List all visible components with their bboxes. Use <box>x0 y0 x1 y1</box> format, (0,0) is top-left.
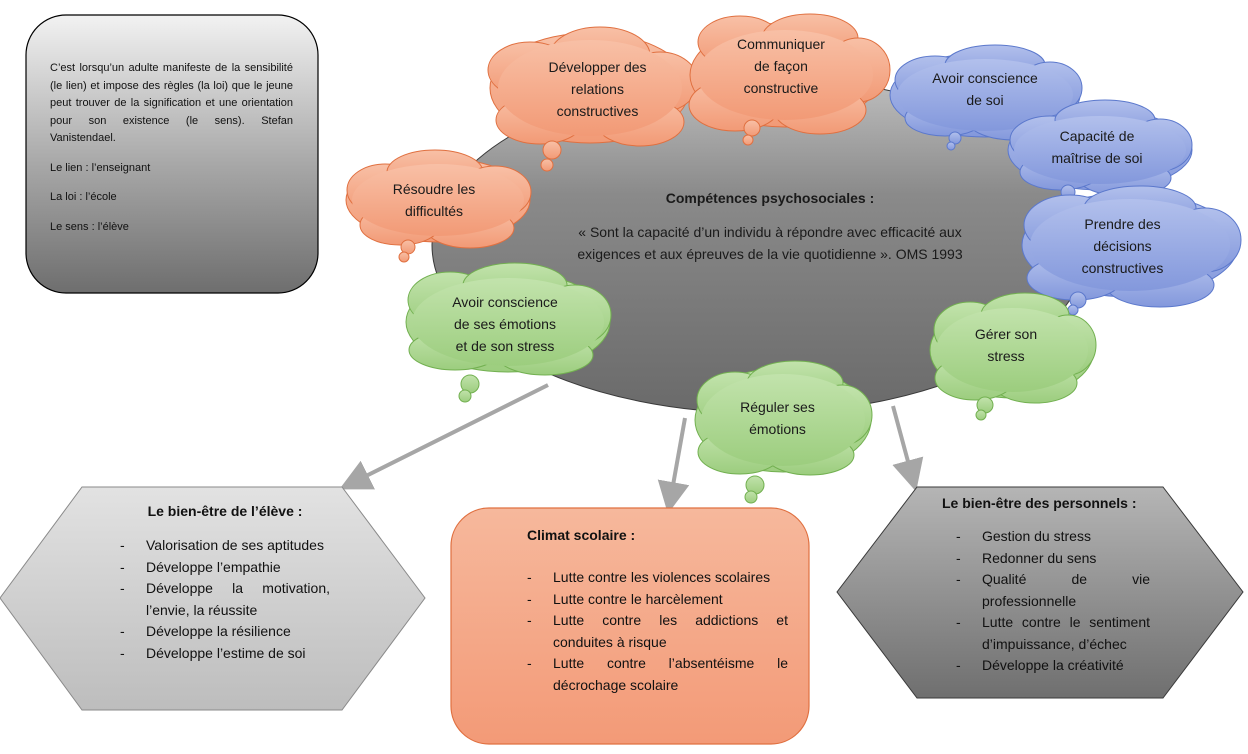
cloud-communiquer-line-1: Communiquer <box>737 36 825 52</box>
cloud-conscience-soi-text: Avoir conscience de soi <box>910 67 1060 111</box>
cloud-maitrise-line-2: maîtrise de soi <box>1051 150 1143 166</box>
cloud-decisions-line-2: décisions <box>1093 238 1152 254</box>
list-item: Lutte contre le sentiment d’impuissance,… <box>956 612 1150 655</box>
list-item: Développe l’empathie <box>120 557 330 579</box>
box-climat-title: Climat scolaire : <box>527 527 636 543</box>
box-climat-list: Lutte contre les violences scolaires Lut… <box>527 567 788 696</box>
cloud-conscience-soi <box>889 44 1083 151</box>
arrow-to-climat <box>657 417 690 514</box>
list-item: Lutte contre le harcèlement <box>527 589 788 611</box>
cloud-developper-line-2: relations <box>571 81 624 97</box>
arrow-to-eleve <box>339 383 549 490</box>
cloud-resoudre-line-2: difficultés <box>404 203 464 219</box>
center-title: Compétences psychosociales : <box>665 190 875 206</box>
cloud-reguler-text: Réguler ses émotions <box>715 396 840 440</box>
list-item: Développe la créativité <box>956 655 1150 677</box>
cloud-gerer-stress-line-2: stress <box>987 348 1025 364</box>
cloud-emotions-stress-line-1: Avoir conscience <box>452 294 558 310</box>
cloud-resoudre-text: Résoudre les difficultés <box>360 178 508 222</box>
list-item: Lutte contre les violences scolaires <box>527 567 788 589</box>
box-personnels-title: Le bien-être des personnels : <box>942 495 1137 511</box>
cloud-reguler <box>694 360 873 504</box>
list-item: Développe l’estime de soi <box>120 643 330 665</box>
box-personnels-list: Gestion du stress Redonner du sens Quali… <box>956 526 1150 677</box>
quote-paragraph: C’est lorsqu’un adulte manifeste de la s… <box>50 62 293 144</box>
cloud-decisions-line-3: constructives <box>1081 260 1164 276</box>
cloud-gerer-stress-line-1: Gérer son <box>974 326 1038 342</box>
box-eleve: Le bien-être de l’élève : Valorisation d… <box>120 500 330 664</box>
cloud-conscience-soi-line-2: de soi <box>966 92 1004 108</box>
cloud-conscience-soi-line-1: Avoir conscience <box>932 70 1038 86</box>
quote-box: C’est lorsqu’un adulte manifeste de la s… <box>50 60 293 248</box>
cloud-gerer-stress <box>929 292 1097 421</box>
cloud-decisions-line-1: Prendre des <box>1084 216 1161 232</box>
cloud-communiquer-text: Communiquer de façon constructive <box>700 33 862 99</box>
cloud-developper-text: Développer des relations constructives <box>515 56 680 122</box>
list-item: Gestion du stress <box>956 526 1150 548</box>
cloud-emotions-stress-line-3: et de son stress <box>455 338 555 354</box>
quote-line-lien: Le lien : l’enseignant <box>50 161 151 174</box>
cloud-reguler-line-1: Réguler ses <box>740 399 815 415</box>
box-personnels: Le bien-être des personnels : Gestion du… <box>940 492 1150 677</box>
cloud-maitrise-text: Capacité de maîtrise de soi <box>1022 125 1172 169</box>
quote-line-sens: Le sens : l’élève <box>50 220 129 233</box>
cloud-emotions-stress <box>405 262 612 403</box>
arrow-to-personnels <box>891 405 924 492</box>
list-item: Valorisation de ses aptitudes <box>120 535 330 557</box>
center-definition-line-2: exigences et aux épreuves de la vie quot… <box>577 246 963 262</box>
list-item: Développe la résilience <box>120 621 330 643</box>
cloud-reguler-line-2: émotions <box>749 421 806 437</box>
cloud-communiquer-line-2: de façon <box>754 58 808 74</box>
list-item: Développe la motivation, l’envie, la réu… <box>120 578 330 621</box>
cloud-maitrise-line-1: Capacité de <box>1059 128 1135 144</box>
cloud-developper <box>487 26 699 172</box>
cloud-developper-line-3: constructives <box>556 103 639 119</box>
cloud-resoudre <box>345 149 532 263</box>
cloud-emotions-stress-line-2: de ses émotions <box>454 316 556 332</box>
cloud-maitrise <box>1007 99 1193 205</box>
cloud-communiquer-line-3: constructive <box>743 80 819 96</box>
cloud-decisions-text: Prendre des décisions constructives <box>1040 213 1205 279</box>
cloud-developper-line-1: Développer des <box>548 59 647 75</box>
list-item: Lutte contre les addictions et conduites… <box>527 610 788 653</box>
cloud-emotions-stress-text: Avoir conscience de ses émotions et de s… <box>420 291 590 357</box>
list-item: Lutte contre l’absentéisme le décrochage… <box>527 653 788 696</box>
cloud-resoudre-line-1: Résoudre les <box>392 181 476 197</box>
center-text: Compétences psychosociales : « Sont la c… <box>540 187 1000 265</box>
list-item: Redonner du sens <box>956 548 1150 570</box>
box-climat: Climat scolaire : Lutte contre les viole… <box>527 524 788 696</box>
cloud-gerer-stress-text: Gérer son stress <box>950 323 1062 367</box>
list-item: Qualité de vie professionnelle <box>956 569 1150 612</box>
cloud-decisions <box>1021 185 1242 316</box>
quote-line-loi: La loi : l’école <box>50 191 117 203</box>
box-eleve-title: Le bien-être de l’élève : <box>147 503 303 519</box>
box-eleve-list: Valorisation de ses aptitudes Développe … <box>120 535 330 664</box>
cloud-communiquer <box>688 13 891 146</box>
quote-box-shape <box>25 14 319 294</box>
center-definition-line-1: « Sont la capacité d’un individu à répon… <box>578 224 962 240</box>
